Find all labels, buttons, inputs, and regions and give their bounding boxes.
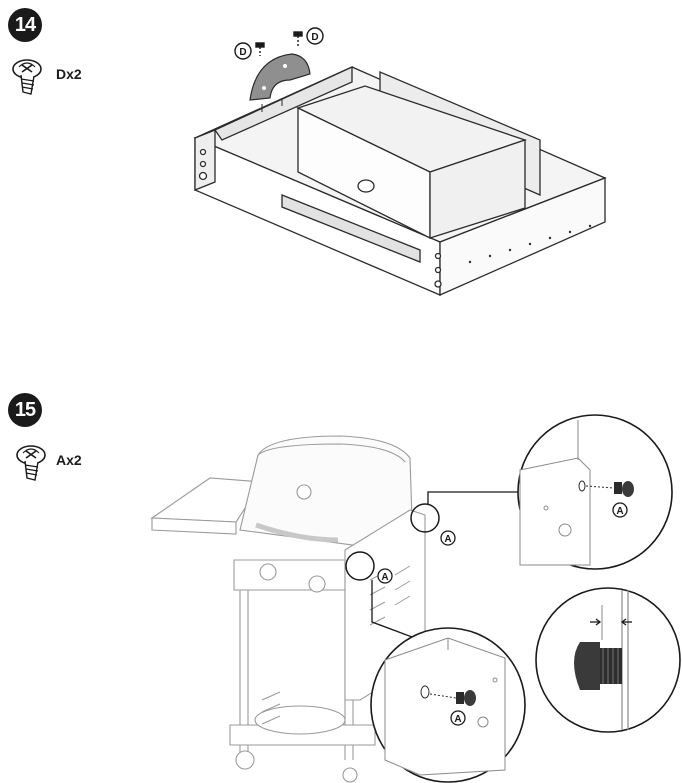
- grill-callout-right: A: [410, 503, 456, 546]
- step-15-hardware-qty: Ax2: [56, 452, 82, 468]
- step-14-badge: 14: [8, 8, 42, 42]
- step-14-number: 14: [14, 13, 36, 36]
- svg-text:A: A: [616, 506, 623, 517]
- step-15-number: 15: [14, 398, 36, 421]
- screw-d-right: [293, 31, 303, 48]
- step-15-badge: 15: [8, 393, 42, 427]
- callout-d-left: D: [234, 42, 252, 60]
- grill-callout-left: A: [345, 551, 393, 584]
- tray-dots: [468, 224, 592, 264]
- screw-d-left: [255, 42, 265, 56]
- detail-circle-bottom: A: [370, 627, 526, 783]
- svg-text:A: A: [381, 572, 388, 583]
- callout-d-right: D: [306, 27, 324, 45]
- firebox-tray: [193, 65, 607, 296]
- svg-text:D: D: [239, 47, 246, 58]
- detail-circle-gap: [535, 587, 681, 733]
- svg-text:D: D: [311, 32, 318, 43]
- screw-d-icon: [12, 59, 42, 95]
- step-14-hardware-qty: Dx2: [56, 66, 82, 82]
- screw-a-icon: [16, 445, 46, 481]
- svg-text:A: A: [454, 714, 461, 725]
- detail-circle-top: A: [517, 414, 673, 570]
- svg-text:A: A: [444, 534, 451, 545]
- heat-shield-bracket: [249, 53, 311, 112]
